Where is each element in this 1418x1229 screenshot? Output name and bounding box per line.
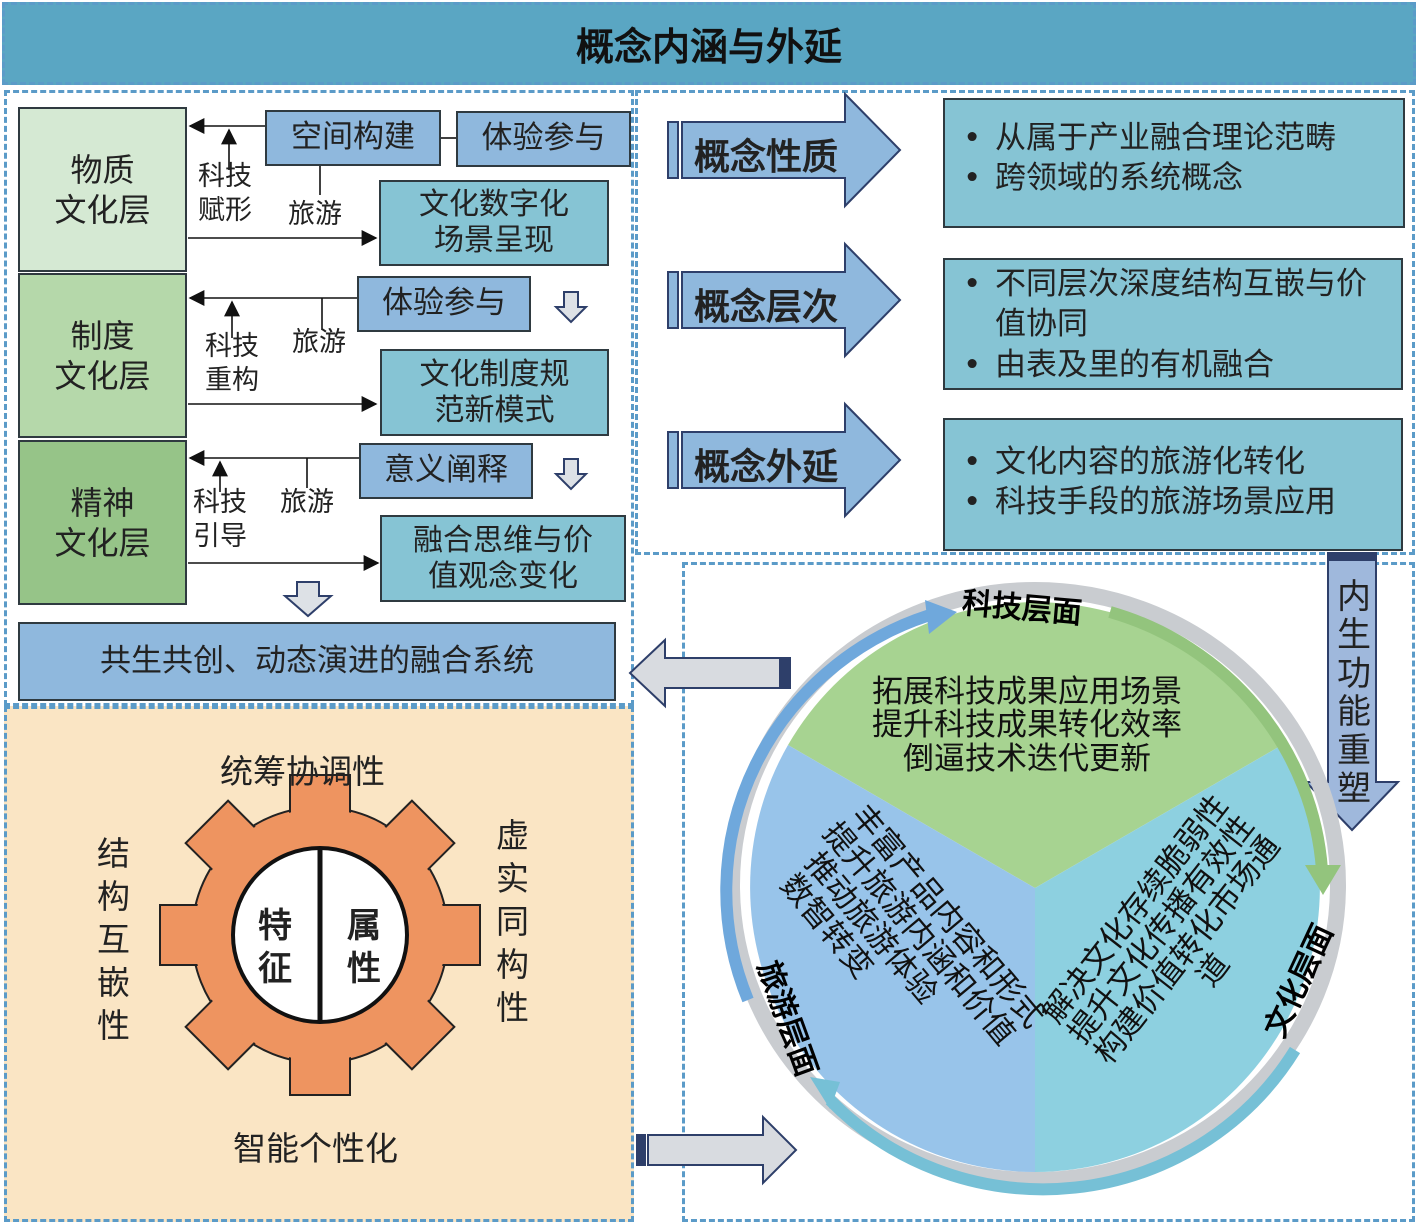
down-arrow-icon xyxy=(282,581,334,618)
right-arrow-icon xyxy=(647,1114,798,1186)
title: 概念内涵与外延 xyxy=(575,24,842,69)
concept-level-bullets: 不同层次深度结构互嵌与价值协同 由表及里的有机融合 xyxy=(943,258,1403,390)
layers-panel xyxy=(4,90,634,706)
gear-inner-right: 属性 xyxy=(347,906,381,989)
meaning-box: 意义阐释 xyxy=(359,443,533,499)
bullet: 跨领域的系统概念 xyxy=(963,158,1403,198)
tech-line: 倒逼技术迭代更新 xyxy=(903,741,1151,777)
culture-to-tourism-arrow xyxy=(825,1046,1301,1196)
digital-scene-box: 文化数字化 场景呈现 xyxy=(379,180,609,266)
bullet: 文化内容的旅游化转化 xyxy=(963,442,1401,482)
tour-label-2: 旅游 xyxy=(292,327,346,358)
value-change-box: 融合思维与价 值观念变化 xyxy=(380,515,626,602)
space-construction-box: 空间构建 xyxy=(265,110,441,166)
gear-inner-left: 特征 xyxy=(258,906,292,989)
gear-bottom-label: 智能个性化 xyxy=(233,1129,398,1168)
tech-label-2: 科技 重构 xyxy=(205,331,259,396)
experience-box-2: 体验参与 xyxy=(357,276,531,332)
tour-label-3: 旅游 xyxy=(280,487,334,518)
tourism-to-tech-arrow xyxy=(720,606,942,1003)
concept-nature-label: 概念性质 xyxy=(694,136,839,178)
bullet: 科技手段的旅游场景应用 xyxy=(963,482,1401,522)
gear-left-label: 结构互嵌性 xyxy=(97,834,130,1045)
experience-box-1: 体验参与 xyxy=(456,111,631,167)
gear-top-label: 统筹协调性 xyxy=(220,752,385,791)
concept-nature-bullets: 从属于产业融合理论范畴 跨领域的系统概念 xyxy=(943,98,1405,228)
fusion-system-box: 共生共创、动态演进的融合系统 xyxy=(18,622,616,701)
tech-label-1: 科技 赋形 xyxy=(198,161,252,226)
gear-icon xyxy=(159,774,481,1096)
concept-level-label: 概念层次 xyxy=(694,286,839,328)
layer-spiritual: 精神 文化层 xyxy=(18,440,187,605)
layer-institution: 制度 文化层 xyxy=(18,273,187,438)
bullet: 从属于产业融合理论范畴 xyxy=(963,118,1403,158)
down-arrow-icon xyxy=(553,291,589,324)
concept-arrows xyxy=(667,91,902,519)
concepts-panel xyxy=(635,90,1415,555)
tech-to-culture-arrow xyxy=(1108,606,1328,871)
bullet: 由表及里的有机融合 xyxy=(963,345,1401,385)
concept-extension-label: 概念外延 xyxy=(694,446,839,488)
institution-model-box: 文化制度规 范新模式 xyxy=(380,349,609,436)
gear-right-label: 虚实同构性 xyxy=(496,816,529,1027)
connector-lines xyxy=(188,118,456,571)
tourism-sector xyxy=(750,745,1035,1172)
endogenous-label: 内生功能重塑 xyxy=(1337,577,1371,810)
down-arrow-icon xyxy=(553,458,589,491)
tour-label-1: 旅游 xyxy=(288,199,342,230)
left-arrow-icon xyxy=(628,637,781,709)
bullet: 不同层次深度结构互嵌与价值协同 xyxy=(963,264,1395,345)
tech-line: 提升科技成果转化效率 xyxy=(872,707,1182,743)
title-bar: 概念内涵与外延 xyxy=(2,2,1416,85)
function-circle: 科技层面 文化层面 旅游层面 拓展科技成果应用场景 提升科技成果转化效率 倒逼技… xyxy=(720,582,1346,1196)
concept-extension-bullets: 文化内容的旅游化转化 科技手段的旅游场景应用 xyxy=(943,418,1403,551)
culture-sector xyxy=(1035,745,1320,1172)
layer-material: 物质 文化层 xyxy=(18,107,187,272)
function-panel xyxy=(682,562,1415,1222)
down-arrows xyxy=(282,291,589,618)
tech-sector xyxy=(788,602,1282,888)
tech-line: 拓展科技成果应用场景 xyxy=(872,674,1182,710)
tech-label-3: 科技 引导 xyxy=(193,487,247,552)
